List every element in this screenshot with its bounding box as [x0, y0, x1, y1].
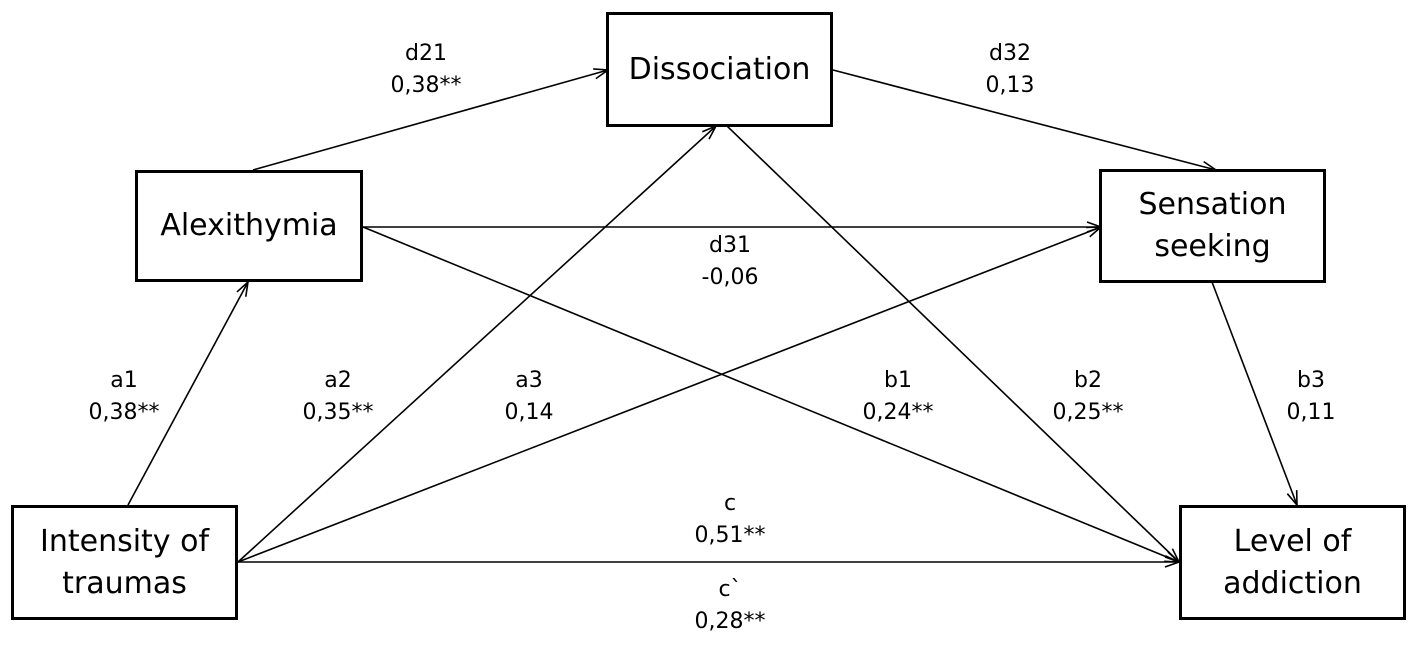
label-a2-value: 0,35** [302, 400, 374, 425]
node-level-of-addiction-label-line1: Level of [1233, 523, 1352, 559]
label-c-value: 0,51** [694, 523, 766, 548]
label-c-prime-value: 0,28** [694, 609, 766, 634]
label-b3-value: 0,11 [1286, 400, 1336, 425]
label-a3-value: 0,14 [504, 400, 554, 425]
label-a3-name: a3 [515, 368, 543, 393]
label-b2: b2 0,25** [1053, 365, 1124, 429]
arrow-b2 [726, 125, 1179, 562]
label-d31-name: d31 [709, 233, 751, 258]
label-a3: a3 0,14 [505, 365, 554, 429]
node-level-of-addiction: Level of addiction [1179, 505, 1406, 620]
node-alexithymia-label: Alexithymia [160, 208, 338, 243]
label-a2-name: a2 [324, 368, 352, 393]
arrow-d32 [832, 69, 1216, 170]
arrow-b1 [362, 226, 1179, 562]
label-c-name: c [723, 491, 737, 516]
node-intensity-of-traumas: Intensity of traumas [11, 505, 238, 620]
label-b1-value: 0,24** [862, 400, 934, 425]
label-b1-name: b1 [884, 368, 912, 393]
label-a1: a1 0,38** [89, 365, 160, 429]
node-sensation-seeking: Sensation seeking [1099, 169, 1326, 283]
label-c: c 0,51** [695, 488, 766, 552]
label-d21-name: d21 [405, 41, 447, 66]
node-level-of-addiction-label-line2: addiction [1223, 565, 1362, 601]
node-dissociation: Dissociation [606, 12, 833, 127]
label-d32: d32 0,13 [986, 38, 1035, 102]
label-b3: b3 0,11 [1287, 365, 1336, 429]
node-sensation-seeking-label-line2: seeking [1154, 229, 1271, 264]
node-intensity-of-traumas-label-line2: traumas [62, 565, 187, 601]
arrow-b3 [1211, 281, 1297, 505]
arrow-a2 [237, 126, 716, 563]
node-alexithymia: Alexithymia [135, 170, 363, 282]
label-c-prime-name: c` [718, 577, 742, 602]
label-d31-value: -0,06 [701, 265, 759, 290]
label-b3-name: b3 [1297, 368, 1325, 393]
label-b2-name: b2 [1074, 368, 1102, 393]
node-dissociation-label: Dissociation [628, 51, 811, 87]
arrow-a3 [237, 227, 1101, 563]
label-b2-value: 0,25** [1052, 400, 1124, 425]
label-d32-value: 0,13 [985, 73, 1035, 98]
label-a1-name: a1 [110, 368, 138, 393]
label-c-prime: c` 0,28** [695, 574, 766, 638]
arrow-a1 [127, 282, 248, 506]
label-a1-value: 0,38** [88, 400, 160, 425]
arrow-d21 [252, 70, 608, 171]
node-sensation-seeking-label-line1: Sensation [1138, 187, 1287, 222]
label-d21-value: 0,38** [390, 73, 462, 98]
label-a2: a2 0,35** [303, 365, 374, 429]
node-intensity-of-traumas-label-line1: Intensity of [39, 523, 210, 559]
label-d32-name: d32 [989, 41, 1031, 66]
label-d21: d21 0,38** [391, 38, 462, 102]
label-d31: d31 -0,06 [702, 230, 759, 294]
label-b1: b1 0,24** [863, 365, 934, 429]
